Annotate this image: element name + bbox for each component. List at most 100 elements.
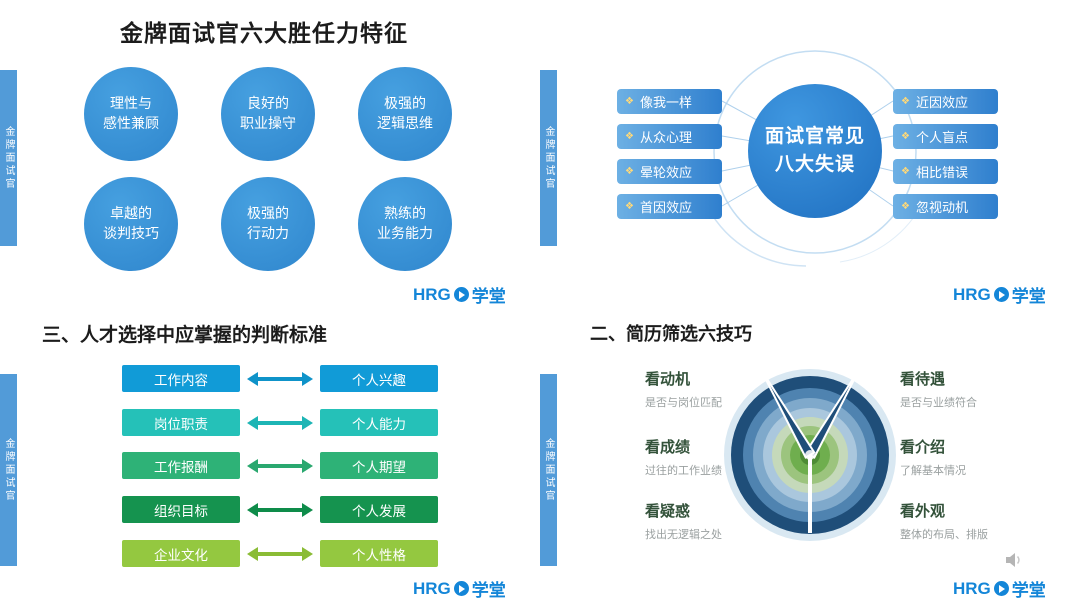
criteria-box-right: 个人期望 [320, 452, 438, 479]
hrgo-logo: HRG 学堂 [413, 576, 506, 601]
circle-text: 理性与 [110, 95, 152, 112]
hrgo-logo: HRG 学堂 [413, 282, 506, 307]
logo-text-school: 学堂 [471, 581, 506, 600]
circle-text: 业务能力 [377, 225, 433, 241]
play-icon [453, 287, 469, 302]
logo-text-school: 学堂 [1011, 287, 1046, 306]
logo-text-school: 学堂 [471, 287, 506, 306]
double-arrow-icon [247, 416, 313, 430]
tip-title: 看成绩 [645, 439, 691, 456]
mistake-label: 个人盲点 [915, 130, 968, 145]
competency-circle: 极强的 逻辑思维 [358, 67, 452, 161]
mistake-item: ❖ 相比错误 [893, 159, 998, 184]
mistake-item: ❖ 从众心理 [617, 124, 722, 149]
mistake-item: ❖ 个人盲点 [893, 124, 998, 149]
competency-circle: 极强的 行动力 [221, 177, 315, 271]
screening-tip: 看疑惑 找出无逻辑之处 [645, 500, 775, 542]
center-circle-text: 面试官常见 [764, 125, 865, 147]
criteria-box-right: 个人兴趣 [320, 365, 438, 392]
competency-circle: 熟练的 业务能力 [358, 177, 452, 271]
mistake-item: ❖ 近因效应 [893, 89, 998, 114]
logo-text-school: 学堂 [1011, 581, 1046, 600]
criteria-box-left: 岗位职责 [122, 409, 240, 436]
criteria-box-right: 个人发展 [320, 496, 438, 523]
criteria-box-left: 工作报酬 [122, 452, 240, 479]
mistake-item: ❖ 首因效应 [617, 194, 722, 219]
screening-tip: 看介绍 了解基本情况 [900, 436, 1030, 478]
diamond-icon: ❖ [901, 200, 910, 212]
circle-text: 感性兼顾 [103, 115, 159, 131]
logo-text-hrg: HRG [953, 578, 991, 598]
side-tab-q1: 金牌面试官 [0, 70, 17, 246]
diamond-icon: ❖ [901, 165, 910, 177]
side-tab-q4: 金牌面试官 [540, 374, 557, 566]
q1-title: 金牌面试官六大胜任力特征 [120, 20, 408, 46]
mistake-label: 晕轮效应 [639, 165, 692, 180]
play-icon [453, 581, 469, 596]
double-arrow-icon [247, 503, 313, 517]
mistake-label: 首因效应 [639, 200, 692, 215]
circle-text: 卓越的 [110, 205, 152, 222]
criteria-box-left: 组织目标 [122, 496, 240, 523]
circle-text: 良好的 [247, 95, 289, 112]
criteria-box-right: 个人性格 [320, 540, 438, 567]
circle-text: 熟练的 [384, 205, 426, 222]
diamond-icon: ❖ [901, 130, 910, 142]
mistake-label: 忽视动机 [915, 200, 968, 215]
diamond-icon: ❖ [625, 200, 634, 212]
logo-text-hrg: HRG [953, 284, 991, 304]
screening-tip: 看成绩 过往的工作业绩 [645, 436, 775, 478]
tip-title: 看介绍 [900, 439, 946, 456]
competency-circle: 卓越的 谈判技巧 [84, 177, 178, 271]
mistake-label: 相比错误 [915, 165, 968, 180]
circle-text: 职业操守 [240, 115, 296, 131]
tip-sub: 找出无逻辑之处 [645, 529, 722, 541]
side-tab-label: 金牌面试官 [3, 125, 14, 191]
double-arrow-icon [247, 547, 313, 561]
circle-text: 逻辑思维 [377, 115, 433, 131]
criteria-box-right: 个人能力 [320, 409, 438, 436]
diamond-icon: ❖ [625, 165, 634, 177]
circle-text: 行动力 [247, 225, 289, 241]
criteria-box-left: 工作内容 [122, 365, 240, 392]
mistake-label: 近因效应 [915, 95, 968, 110]
side-tab-label: 金牌面试官 [543, 125, 554, 191]
mistakes-center-circle: 面试官常见 八大失误 [748, 84, 882, 218]
speaker-icon[interactable] [1005, 552, 1025, 568]
competency-circle: 良好的 职业操守 [221, 67, 315, 161]
screening-tip: 看动机 是否与岗位匹配 [645, 368, 775, 410]
side-tab-q2: 金牌面试官 [540, 70, 557, 246]
criteria-box-left: 企业文化 [122, 540, 240, 567]
q3-title: 三、人才选择中应掌握的判断标准 [42, 325, 328, 346]
mistake-item: ❖ 忽视动机 [893, 194, 998, 219]
tip-sub: 了解基本情况 [900, 465, 966, 477]
circle-text: 极强的 [384, 95, 426, 112]
tip-sub: 整体的布局、排版 [900, 529, 988, 541]
tip-title: 看外观 [900, 503, 946, 520]
circle-text: 谈判技巧 [103, 225, 159, 241]
hrgo-logo: HRG 学堂 [953, 282, 1046, 307]
circle-text: 极强的 [247, 205, 289, 222]
hrgo-logo: HRG 学堂 [953, 576, 1046, 601]
logo-text-hrg: HRG [413, 578, 451, 598]
double-arrow-icon [247, 372, 313, 386]
tip-title: 看待遇 [900, 371, 946, 388]
tip-title: 看动机 [645, 371, 691, 388]
mistake-label: 从众心理 [639, 130, 692, 145]
mistake-item: ❖ 像我一样 [617, 89, 722, 114]
tip-title: 看疑惑 [645, 503, 691, 520]
diamond-icon: ❖ [625, 130, 634, 142]
side-tab-q3: 金牌面试官 [0, 374, 17, 566]
screening-tip: 看待遇 是否与业绩符合 [900, 368, 1030, 410]
side-tab-label: 金牌面试官 [543, 437, 554, 503]
diamond-icon: ❖ [625, 95, 634, 107]
play-icon [993, 287, 1009, 302]
tip-sub: 过往的工作业绩 [645, 465, 722, 477]
center-circle-text: 八大失误 [774, 154, 855, 175]
mistake-label: 像我一样 [639, 95, 692, 110]
q4-title: 二、简历筛选六技巧 [590, 324, 752, 344]
screening-tip: 看外观 整体的布局、排版 [900, 500, 1030, 542]
mistake-item: ❖ 晕轮效应 [617, 159, 722, 184]
double-arrow-icon [247, 459, 313, 473]
